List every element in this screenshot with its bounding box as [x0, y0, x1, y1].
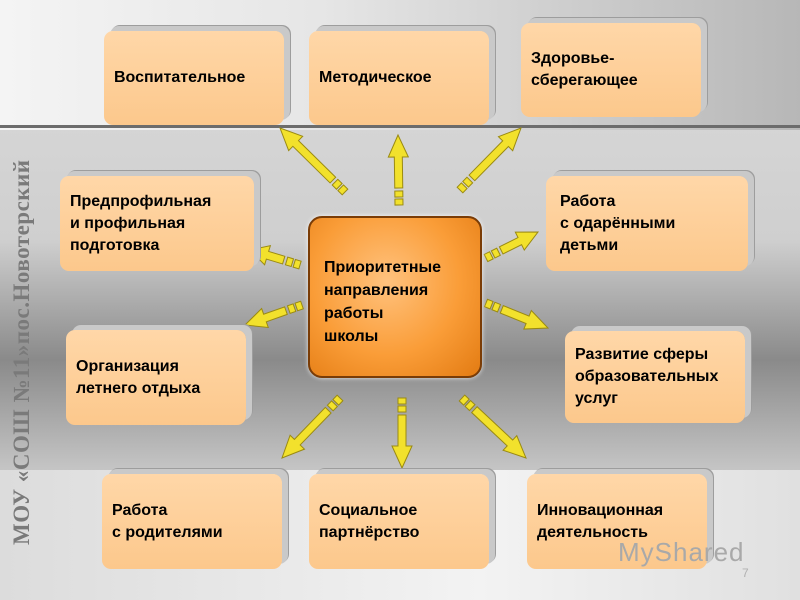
slide-number: 7: [742, 566, 749, 580]
center-label: Приоритетные направления работы школы: [324, 259, 442, 345]
arrow-to-zdorovie: [456, 127, 522, 194]
background-divider: [0, 125, 800, 128]
node-label: Социальное партнёрство: [319, 501, 420, 541]
node-razvitie: Развитие сферы образовательных услуг: [565, 331, 745, 423]
node-metodicheskoe: Методическое: [309, 31, 489, 125]
node-label: Развитие сферы образовательных услуг: [575, 346, 719, 407]
arrow-to-innovacii: [458, 394, 527, 459]
node-label: Инновационная деятельность: [537, 501, 664, 541]
node-label: Воспитательное: [114, 69, 246, 86]
node-odarennye: Работа с одарёнными детьми: [546, 176, 748, 271]
arrow-to-roditeli: [281, 394, 344, 459]
watermark-text: MyShared: [618, 537, 745, 567]
node-label: Работа с родителями: [112, 501, 223, 541]
arrow-to-metodicheskoe: [387, 133, 410, 206]
node-innovacii: Инновационная деятельность: [527, 474, 707, 569]
arrow-to-odarennye: [483, 231, 540, 263]
node-label: Предпрофильная и профильная подготовка: [70, 192, 212, 254]
node-vospitatelnoe: Воспитательное: [104, 31, 284, 125]
center-node-priorities: Приоритетные направления работы школы: [308, 216, 482, 378]
arrow-to-predprofil: [249, 245, 302, 270]
node-leto: Организация летнего отдыха: [66, 330, 246, 425]
node-predprofil: Предпрофильная и профильная подготовка: [60, 176, 254, 271]
node-label: Здоровье- сберегающее: [531, 50, 638, 89]
arrow-to-partnerstvo: [391, 397, 413, 470]
node-label: Организация летнего отдыха: [76, 357, 201, 397]
node-partnerstvo: Социальное партнёрство: [309, 474, 489, 569]
node-label: Методическое: [319, 69, 432, 86]
node-zdorovie: Здоровье- сберегающее: [521, 23, 701, 117]
node-label: Работа с одарёнными детьми: [560, 192, 676, 254]
node-roditeli: Работа с родителями: [102, 474, 282, 569]
arrow-to-vospitatelnoe: [279, 127, 349, 196]
arrow-to-leto: [243, 300, 304, 329]
arrow-to-razvitie: [483, 298, 550, 330]
